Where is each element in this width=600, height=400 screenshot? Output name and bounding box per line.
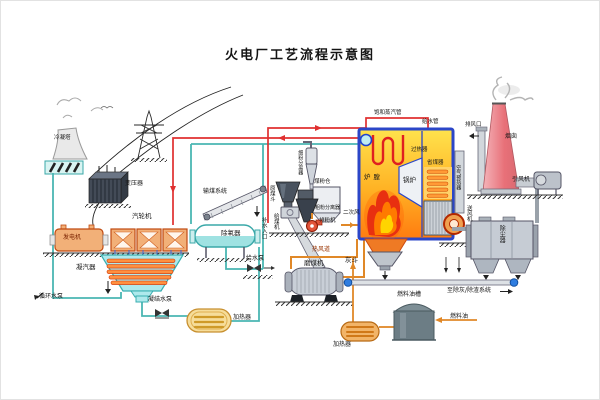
generator-icon xyxy=(49,224,109,252)
smoke xyxy=(492,76,534,101)
label-coal-system: 输煤系统 xyxy=(203,188,228,195)
label-coal-feeder: 给煤机 xyxy=(272,213,279,230)
label-feed-pump: 给水泵 xyxy=(246,255,265,262)
page-title: 火电厂工艺流程示意图 xyxy=(224,48,375,63)
label-ash-hopper: 灰斗 xyxy=(345,256,358,264)
ground-hatch xyxy=(131,158,167,162)
label-hot-air-duct: 热风道 xyxy=(312,246,331,253)
transformer-icon xyxy=(88,165,129,204)
exhaust-arrows xyxy=(114,250,182,255)
steam-drum-icon xyxy=(359,133,373,147)
ground-hatch xyxy=(85,204,131,208)
label-fd-fan: 送风机 xyxy=(465,205,472,222)
ground-hatch xyxy=(269,233,349,237)
feed-pump-icon xyxy=(247,264,275,272)
steam-flow-arrows xyxy=(170,125,322,193)
label-vent-port: 排风口 xyxy=(465,122,482,128)
label-steam-turbine: 汽轮机 xyxy=(132,212,152,220)
ground-hatch xyxy=(275,302,353,306)
furnace-bottom xyxy=(364,238,408,253)
superheater-coil xyxy=(371,135,405,166)
exhaust-fan-icon xyxy=(305,219,323,233)
fine-separator-icon xyxy=(303,141,318,190)
condenser-icon xyxy=(99,254,185,303)
cooling-tower-icon xyxy=(44,127,88,175)
boiler-icon xyxy=(357,127,455,242)
label-secondary-air: 二次风 xyxy=(343,210,360,216)
label-raw-coal-hopper: 原煤斗 xyxy=(268,185,275,202)
label-id-fan: 引风机 xyxy=(512,176,531,183)
label-coal-bunker: 煤粉仓 xyxy=(314,179,331,185)
label-fine-separator: 细粉分离器 xyxy=(297,150,304,175)
label-cooling-tower: 冷凝塔 xyxy=(54,135,71,141)
label-chimney: 烟囱 xyxy=(505,133,518,140)
label-exhaust-fan: 排粉机 xyxy=(319,218,336,224)
label-heater-right: 加热器 xyxy=(333,341,352,348)
deaerator-icon xyxy=(189,224,261,258)
label-deaerator: 除氧器 xyxy=(221,229,241,237)
lp-heater-icon xyxy=(186,308,232,333)
label-condenser: 凝汽器 xyxy=(76,263,96,271)
water-pipes xyxy=(52,143,453,322)
chimney-icon xyxy=(480,102,522,195)
raw-coal-hopper-icon xyxy=(275,181,301,208)
oil-heater-icon xyxy=(340,321,380,342)
vent-arrow xyxy=(469,133,479,139)
coal-conveyor-icon xyxy=(202,185,268,221)
label-feed-water-pipe: 给水管 xyxy=(422,119,439,125)
coal-mill-icon xyxy=(284,267,344,302)
label-superheater: 过热器 xyxy=(411,147,428,153)
turbine-units-icon xyxy=(110,228,188,252)
label-economizer: 省煤器 xyxy=(427,160,444,166)
circulating-pump-icon xyxy=(34,292,44,300)
power-pylon-icon xyxy=(134,109,164,159)
ground-hatch xyxy=(439,243,483,247)
ash-pipe xyxy=(343,278,519,294)
ash-hopper-icon xyxy=(367,251,403,280)
label-coal-mill: 磨煤机 xyxy=(304,259,324,267)
label-condensate-pump: 凝结水泵 xyxy=(148,296,173,303)
label-coarse-separator: 粗粉分离器 xyxy=(315,205,341,211)
condensate-pump-icon xyxy=(155,309,169,319)
ground-hatch xyxy=(467,195,563,199)
label-air-preheater: 空气预热器 xyxy=(455,165,462,190)
makeup-water-arrow xyxy=(254,206,260,217)
label-generator: 发电机 xyxy=(63,234,82,241)
label-transformer: 变压器 xyxy=(125,180,144,187)
label-furnace: 炉膛 xyxy=(364,173,383,181)
label-heater-left: 加热器 xyxy=(233,314,252,321)
clouds xyxy=(56,97,114,119)
ground-hatch xyxy=(243,275,273,279)
label-saturated-steam-pipe: 饱和蒸汽管 xyxy=(374,110,402,116)
dust-collector-icon xyxy=(465,187,539,280)
ground-hatch xyxy=(197,258,251,262)
label-dust-collector: 除尘器 xyxy=(498,225,506,243)
label-fuel-oil-tank: 燃料油槽 xyxy=(397,291,422,298)
air-duct xyxy=(454,150,465,214)
label-circulating-pump: 循环水泵 xyxy=(39,293,64,300)
ash-drop-arrows xyxy=(444,257,461,273)
label-boiler: 锅炉 xyxy=(403,176,416,184)
id-fan-icon xyxy=(515,171,562,195)
fuel-oil-tank-icon xyxy=(392,303,436,341)
label-makeup-inlet: 补水入口 xyxy=(260,217,267,239)
oil-arrows xyxy=(350,262,442,323)
label-ash-system: 至除灰/除渣系统 xyxy=(447,287,492,294)
label-fuel-oil: 燃料油 xyxy=(450,313,469,320)
